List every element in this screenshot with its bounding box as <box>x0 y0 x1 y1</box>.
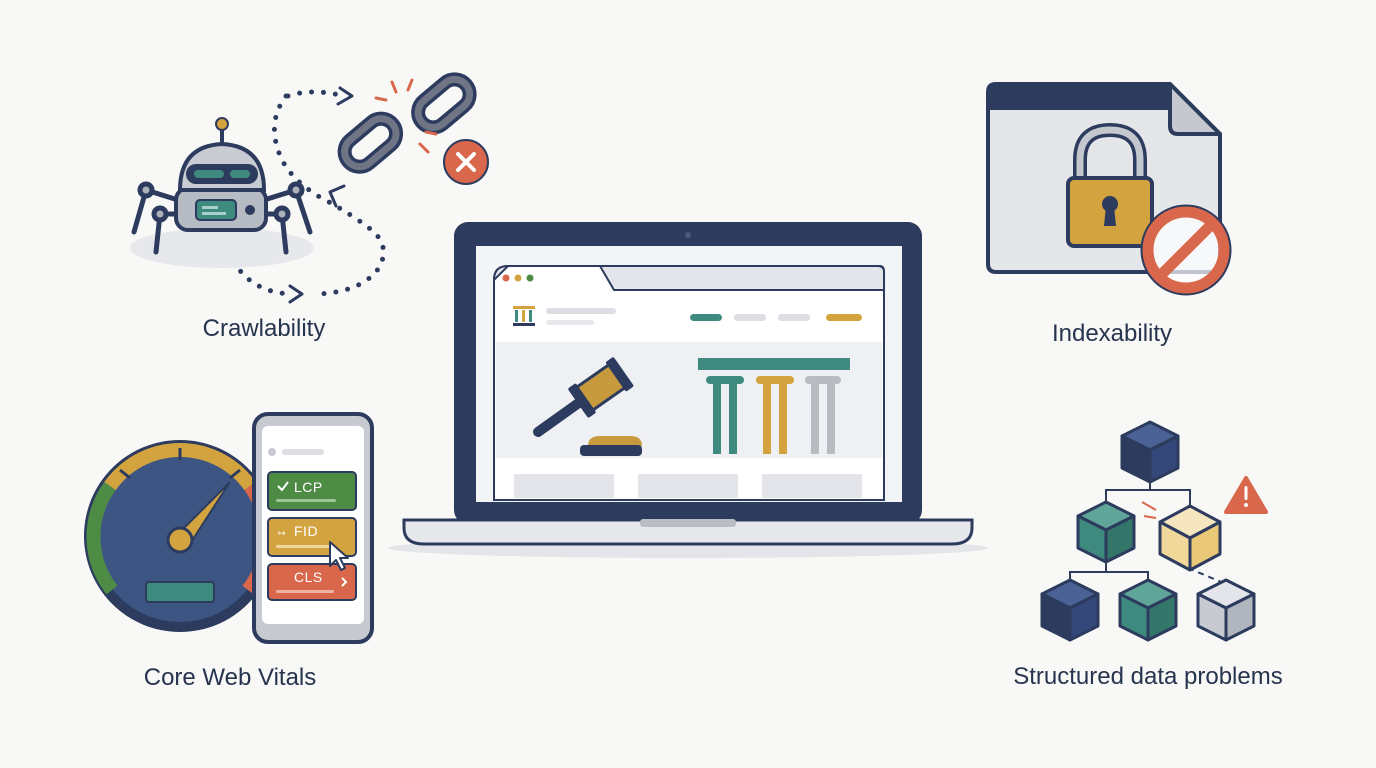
lcp-metric-chip: LCP <box>267 471 357 511</box>
cube-middle-right-error <box>1158 504 1222 572</box>
crawl-path-arrows <box>219 89 386 297</box>
padlock-icon <box>1066 122 1154 248</box>
window-minimize-dot <box>514 274 522 282</box>
structured-data-label: Structured data problems <box>1013 663 1282 690</box>
pillars-icon <box>698 358 850 454</box>
structured-data-illustration: Structured data problems <box>1013 420 1283 690</box>
fid-metric-chip: ↦ FID <box>267 517 357 557</box>
cls-metric-chip: CLS <box>267 563 357 601</box>
cube-top <box>1120 420 1180 484</box>
cube-bottom-3 <box>1196 578 1256 642</box>
indexability-illustration: Indexability <box>986 82 1232 347</box>
warning-icon <box>1224 476 1268 514</box>
cursor-icon <box>329 541 349 571</box>
nav-item-2 <box>734 314 766 321</box>
browser-window <box>492 265 885 501</box>
speedometer-icon <box>84 440 276 632</box>
nav-item-4 <box>826 314 862 321</box>
crawlability-label: Crawlability <box>203 315 326 342</box>
lcp-label: LCP <box>294 479 323 495</box>
crawlability-illustration: Crawlability <box>130 72 489 342</box>
content-card-3 <box>762 474 862 498</box>
gavel-icon <box>533 357 642 456</box>
site-logo-icon <box>513 306 535 326</box>
content-card-1 <box>514 474 614 498</box>
broken-link-icon <box>337 72 477 174</box>
svg-text:↦: ↦ <box>278 529 286 539</box>
no-entry-icon <box>1140 204 1232 296</box>
window-maximize-dot <box>526 274 534 282</box>
content-card-2 <box>638 474 738 498</box>
cls-label: CLS <box>294 569 323 585</box>
smartphone-icon: LCP ↦ FID CLS <box>252 412 374 644</box>
core-web-vitals-illustration: LCP ↦ FID CLS Core Web Vitals <box>84 412 374 691</box>
window-close-dot <box>502 274 510 282</box>
indexability-label: Indexability <box>1052 320 1172 347</box>
chevron-right-icon <box>341 577 348 587</box>
error-x-icon <box>443 139 489 185</box>
fid-label: FID <box>294 523 318 539</box>
robot-spider-icon <box>130 117 314 268</box>
core-web-vitals-label: Core Web Vitals <box>144 664 317 691</box>
cube-middle-left <box>1076 500 1136 564</box>
laptop-icon <box>388 222 988 558</box>
cube-bottom-2 <box>1118 578 1178 642</box>
cube-hierarchy-icon <box>1040 420 1256 642</box>
nav-item-3 <box>778 314 810 321</box>
nav-item-1 <box>690 314 722 321</box>
cube-bottom-1 <box>1040 578 1100 642</box>
